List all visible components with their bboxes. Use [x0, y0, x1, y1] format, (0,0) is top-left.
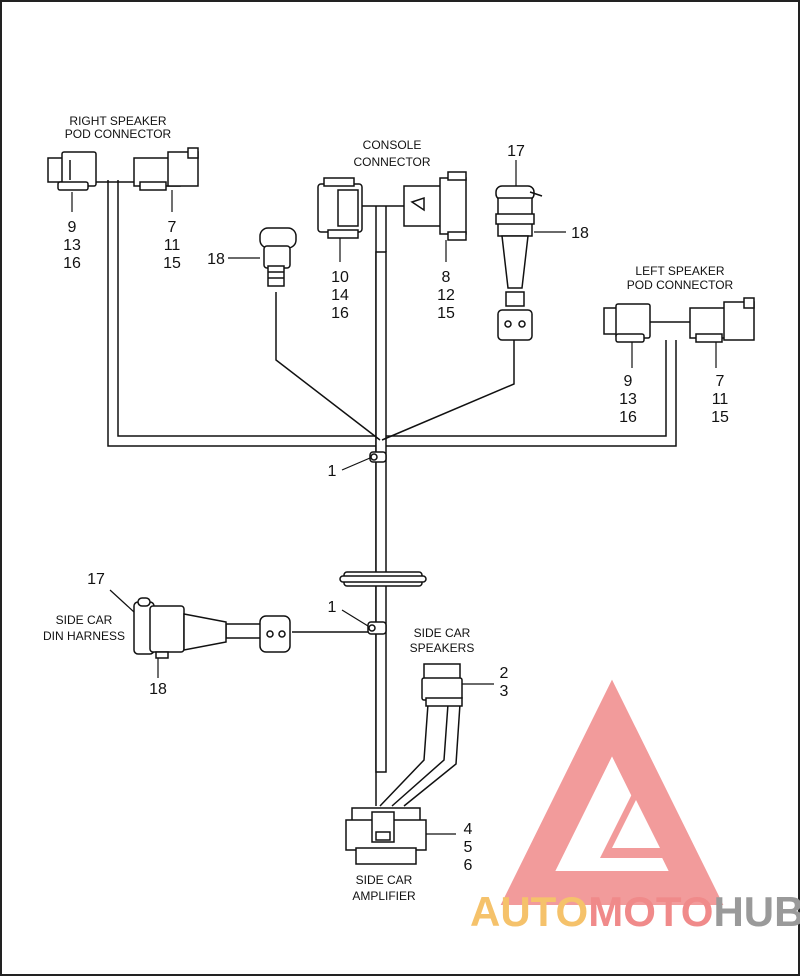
callout-number: 15	[163, 255, 181, 272]
console-connector-a-icon	[317, 177, 363, 239]
grommet-icon	[339, 571, 427, 587]
callout-number: 9	[68, 219, 77, 236]
callout-number: 3	[500, 683, 509, 700]
callout-number: 13	[619, 391, 637, 408]
watermark-logo-icon	[500, 679, 724, 905]
callout-number: 1	[328, 599, 337, 616]
din-harness-label-line2: DIN HARNESS	[43, 629, 125, 643]
callout-number: 4	[464, 821, 473, 838]
callout-number: 18	[571, 225, 589, 242]
callout-number: 18	[207, 251, 225, 268]
clip-lower-icon	[367, 621, 387, 635]
clip-upper-icon	[369, 451, 387, 463]
callout-number: 6	[464, 857, 473, 874]
callout-number: 2	[500, 665, 509, 682]
callout-number: 9	[624, 373, 633, 390]
console-label-line1: CONSOLE	[363, 138, 422, 152]
callout-number: 15	[711, 409, 729, 426]
callout-numbers: 9 13 16 7 11 15 10 14 16 8 12 15 9 13 16…	[63, 143, 729, 874]
right-speaker-label-line1: RIGHT SPEAKER	[69, 114, 166, 128]
antenna-connector-top-icon	[495, 185, 543, 341]
watermark-part-auto: AUTO	[470, 888, 588, 935]
callout-number: 11	[712, 391, 729, 408]
callout-number: 10	[331, 269, 349, 286]
callout-number: 7	[168, 219, 177, 236]
watermark-text: AUTOMOTOHUB	[470, 888, 800, 935]
left-speaker-connector-b-icon	[689, 297, 755, 343]
left-speaker-label-line1: LEFT SPEAKER	[635, 264, 724, 278]
side-car-amplifier-icon	[345, 807, 427, 865]
watermark-part-moto: MOTO	[588, 888, 713, 935]
callout-number: 16	[331, 305, 349, 322]
din-harness-label-line1: SIDE CAR	[56, 613, 113, 627]
amplifier-label-line1: SIDE CAR	[356, 873, 413, 887]
leader-lines	[71, 160, 717, 835]
callout-number: 18	[149, 681, 167, 698]
left-speaker-label-line2: POD CONNECTOR	[627, 278, 734, 292]
harness-wires	[96, 180, 690, 807]
antenna-plug-left-icon	[259, 227, 297, 287]
callout-number: 8	[442, 269, 451, 286]
callout-number: 15	[437, 305, 455, 322]
callout-number: 7	[716, 373, 725, 390]
side-car-speakers-connector-icon	[421, 663, 463, 707]
right-speaker-connector-a-icon	[47, 151, 97, 191]
callout-number: 13	[63, 237, 81, 254]
side-car-speakers-label-line2: SPEAKERS	[410, 641, 475, 655]
callout-number: 1	[328, 463, 337, 480]
callout-number: 14	[331, 287, 349, 304]
left-speaker-connector-a-icon	[603, 303, 651, 343]
watermark-part-hub: HUB	[713, 888, 800, 935]
right-speaker-connector-b-icon	[133, 147, 199, 191]
component-labels: RIGHT SPEAKER POD CONNECTOR CONSOLE CONN…	[43, 114, 734, 903]
callout-number: 17	[87, 571, 105, 588]
callout-number: 11	[164, 237, 181, 254]
callout-number: 12	[437, 287, 455, 304]
console-label-line2: CONNECTOR	[353, 155, 430, 169]
callout-number: 17	[507, 143, 525, 160]
console-connector-b-icon	[403, 171, 467, 241]
callout-number: 16	[619, 409, 637, 426]
side-car-speakers-label-line1: SIDE CAR	[414, 626, 471, 640]
callout-number: 16	[63, 255, 81, 272]
din-harness-connector-icon	[133, 597, 291, 659]
amplifier-label-line2: AMPLIFIER	[352, 889, 416, 903]
right-speaker-label-line2: POD CONNECTOR	[65, 127, 172, 141]
callout-number: 5	[464, 839, 473, 856]
